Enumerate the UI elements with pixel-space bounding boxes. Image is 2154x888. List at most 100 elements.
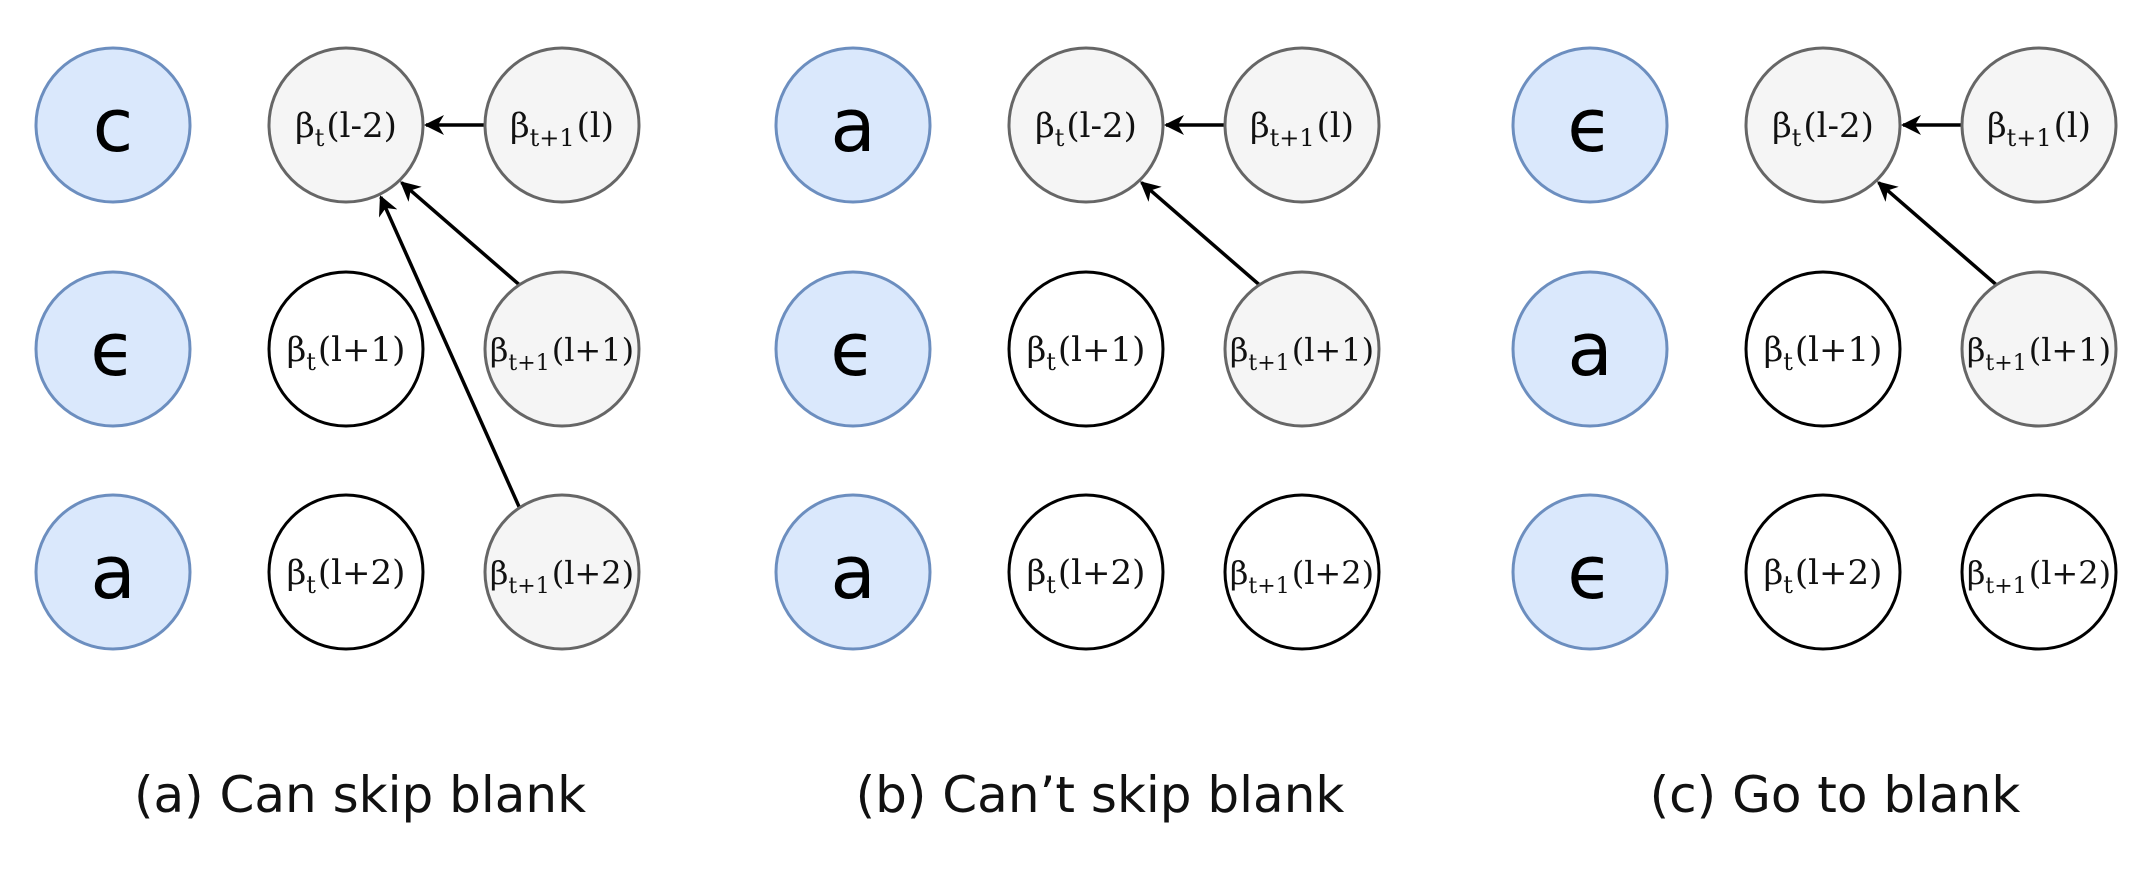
beta-t1-node xyxy=(1960,493,2118,651)
time-subscript: t+1 xyxy=(1270,124,1315,152)
time-subscript: t+1 xyxy=(2007,124,2052,152)
label-symbol-text: a xyxy=(1567,307,1612,393)
label-index: (l-2) xyxy=(1803,106,1874,146)
label-symbol-text: ϵ xyxy=(830,307,876,393)
beta-t1-node xyxy=(1960,46,2118,204)
time-subscript: t xyxy=(306,348,316,376)
label-index: (l+2) xyxy=(1058,553,1146,593)
label-index: (l+2) xyxy=(552,554,634,592)
node-label: βt+1(l) xyxy=(510,106,614,152)
node-label: βt(l+1) xyxy=(1027,330,1146,376)
label-index: (l) xyxy=(1317,106,1354,146)
beta-symbol: β xyxy=(1967,331,1986,369)
beta-symbol: β xyxy=(287,330,307,370)
label-symbol-node xyxy=(34,46,192,204)
label-symbol-text: a xyxy=(830,530,875,616)
time-subscript: t xyxy=(1046,571,1056,599)
node-label: βt+1(l+2) xyxy=(1230,554,1374,599)
label-symbol-node xyxy=(34,270,192,428)
time-subscript: t xyxy=(1792,124,1802,152)
time-subscript: t xyxy=(1046,348,1056,376)
beta-t-node xyxy=(1007,270,1165,428)
label-symbol-node xyxy=(774,46,932,204)
panel-c: ϵaϵβt(l-2)βt(l+1)βt(l+2)βt+1(l)βt+1(l+1)… xyxy=(1511,46,2118,824)
time-subscript: t+1 xyxy=(508,351,549,376)
node-label: βt+1(l) xyxy=(1250,106,1354,152)
node-label: βt+1(l+2) xyxy=(1967,554,2111,599)
beta-t1-node xyxy=(1223,46,1381,204)
label-symbol-node xyxy=(774,270,932,428)
panel-a: cϵaβt(l-2)βt(l+1)βt(l+2)βt+1(l)βt+1(l+1)… xyxy=(34,46,641,824)
beta-symbol: β xyxy=(295,106,315,146)
label-symbol-node xyxy=(1511,493,1669,651)
time-subscript: t+1 xyxy=(1248,574,1289,599)
label-symbol-text: c xyxy=(93,83,134,169)
node-label: βt(l+1) xyxy=(287,330,406,376)
time-subscript: t+1 xyxy=(1248,351,1289,376)
label-index: (l+2) xyxy=(1292,554,1374,592)
transition-arrow xyxy=(1877,181,1998,287)
beta-t1-node xyxy=(483,493,641,651)
label-index: (l-2) xyxy=(326,106,397,146)
beta-symbol: β xyxy=(1764,330,1784,370)
node-label: βt(l+2) xyxy=(1027,553,1146,599)
node-label: βt(l-2) xyxy=(1035,106,1137,152)
node-label: βt(l+2) xyxy=(1764,553,1883,599)
node-label: βt+1(l+1) xyxy=(1230,331,1374,376)
transition-arrow xyxy=(400,181,521,287)
beta-t1-node xyxy=(483,46,641,204)
label-index: (l) xyxy=(577,106,614,146)
beta-t1-node xyxy=(1960,270,2118,428)
beta-t-node xyxy=(1007,493,1165,651)
label-index: (l+1) xyxy=(1058,330,1146,370)
node-label: βt(l+2) xyxy=(287,553,406,599)
beta-symbol: β xyxy=(1035,106,1055,146)
label-symbol-text: ϵ xyxy=(1567,530,1613,616)
beta-symbol: β xyxy=(1250,106,1270,146)
time-subscript: t xyxy=(315,124,325,152)
node-label: βt+1(l+1) xyxy=(1967,331,2111,376)
time-subscript: t+1 xyxy=(1985,574,2026,599)
label-index: (l+1) xyxy=(1795,330,1883,370)
node-label: βt(l-2) xyxy=(295,106,397,152)
label-index: (l+2) xyxy=(1795,553,1883,593)
node-label: βt+1(l+1) xyxy=(490,331,634,376)
beta-t1-node xyxy=(483,270,641,428)
panel-caption: (b) Can’t skip blank xyxy=(856,766,1345,824)
beta-symbol: β xyxy=(287,553,307,593)
beta-symbol: β xyxy=(1967,554,1986,592)
beta-t-node xyxy=(1007,46,1165,204)
panel-caption: (c) Go to blank xyxy=(1650,766,2021,824)
beta-t-node xyxy=(1744,46,1902,204)
beta-t1-node xyxy=(1223,493,1381,651)
label-symbol-text: a xyxy=(90,530,135,616)
node-label: βt+1(l) xyxy=(1987,106,2091,152)
time-subscript: t+1 xyxy=(508,574,549,599)
node-label: βt(l-2) xyxy=(1772,106,1874,152)
beta-symbol: β xyxy=(1987,106,2007,146)
label-symbol-node xyxy=(1511,46,1669,204)
node-label: βt(l+1) xyxy=(1764,330,1883,376)
label-index: (l) xyxy=(2054,106,2091,146)
label-index: (l+1) xyxy=(2029,331,2111,369)
label-symbol-text: ϵ xyxy=(90,307,136,393)
time-subscript: t xyxy=(1783,571,1793,599)
beta-symbol: β xyxy=(1230,554,1249,592)
time-subscript: t xyxy=(306,571,316,599)
label-index: (l+2) xyxy=(2029,554,2111,592)
panel-b: aϵaβt(l-2)βt(l+1)βt(l+2)βt+1(l)βt+1(l+1)… xyxy=(774,46,1381,824)
label-index: (l+1) xyxy=(552,331,634,369)
label-symbol-node xyxy=(34,493,192,651)
beta-symbol: β xyxy=(1027,330,1047,370)
beta-t-node xyxy=(267,46,425,204)
label-symbol-text: a xyxy=(830,83,875,169)
time-subscript: t+1 xyxy=(1985,351,2026,376)
label-index: (l+1) xyxy=(318,330,406,370)
label-symbol-node xyxy=(1511,270,1669,428)
label-symbol-node xyxy=(774,493,932,651)
node-label: βt+1(l+2) xyxy=(490,554,634,599)
beta-symbol: β xyxy=(490,331,509,369)
beta-symbol: β xyxy=(1027,553,1047,593)
transition-arrow xyxy=(379,195,522,509)
